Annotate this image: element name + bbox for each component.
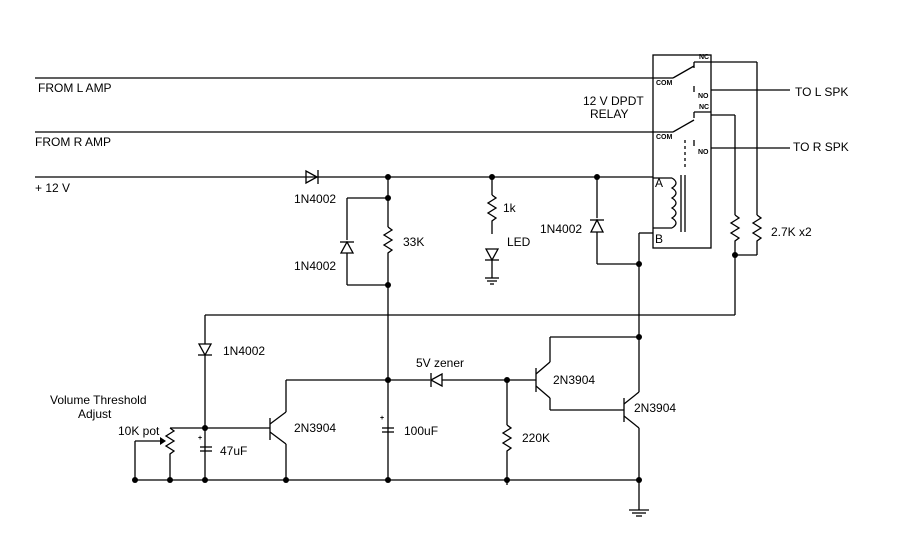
- label-plus-12v: + 12 V: [35, 181, 70, 195]
- label-r-1k: 1k: [503, 201, 517, 215]
- label-q1: 2N3904: [294, 421, 336, 435]
- label-nc-r: NC: [699, 104, 709, 111]
- label-plus-100u: +: [380, 415, 384, 422]
- label-d4: 1N4002: [223, 344, 265, 358]
- relay: [638, 54, 712, 337]
- label-from-r-amp: FROM R AMP: [35, 135, 111, 149]
- label-no-l: NO: [698, 93, 709, 100]
- label-from-l-amp: FROM L AMP: [38, 81, 112, 95]
- label-c-100u: 100uF: [404, 424, 438, 438]
- label-q2: 2N3904: [553, 373, 595, 387]
- label-q3: 2N3904: [634, 401, 676, 415]
- label-relay-line2: RELAY: [590, 107, 628, 121]
- label-to-l-spk: TO L SPK: [795, 85, 848, 99]
- junction-dots: [132, 174, 738, 483]
- label-d3: 1N4002: [540, 222, 582, 236]
- wires-top: [35, 77, 673, 178]
- label-relay-line1: 12 V DPDT: [583, 94, 644, 108]
- label-com-r: COM: [656, 134, 673, 141]
- label-no-r: NO: [698, 149, 709, 156]
- label-d2: 1N4002: [294, 259, 336, 273]
- label-coil-b: B: [655, 232, 663, 246]
- label-r-2k7: 2.7K x2: [771, 225, 812, 239]
- label-vol-line1: Volume Threshold: [50, 393, 147, 407]
- label-to-r-spk: TO R SPK: [793, 140, 849, 154]
- label-r-220k: 220K: [522, 431, 550, 445]
- detector-section: [134, 315, 649, 517]
- label-d1: 1N4002: [294, 192, 336, 206]
- label-c-47u: 47uF: [220, 444, 247, 458]
- label-led: LED: [507, 235, 531, 249]
- label-r-33k: 33K: [403, 235, 424, 249]
- label-zener: 5V zener: [416, 356, 464, 370]
- speaker-wiring: [205, 61, 790, 316]
- labels: FROM L AMP FROM R AMP + 12 V 12 V DPDT R…: [35, 54, 849, 458]
- supply-section: [305, 169, 639, 480]
- label-plus-47u: +: [198, 435, 202, 442]
- label-coil-a: A: [655, 176, 663, 190]
- label-nc-l: NC: [699, 54, 709, 61]
- label-com-l: COM: [656, 80, 673, 87]
- label-vol-line2: Adjust: [78, 407, 112, 421]
- label-pot: 10K pot: [118, 424, 160, 438]
